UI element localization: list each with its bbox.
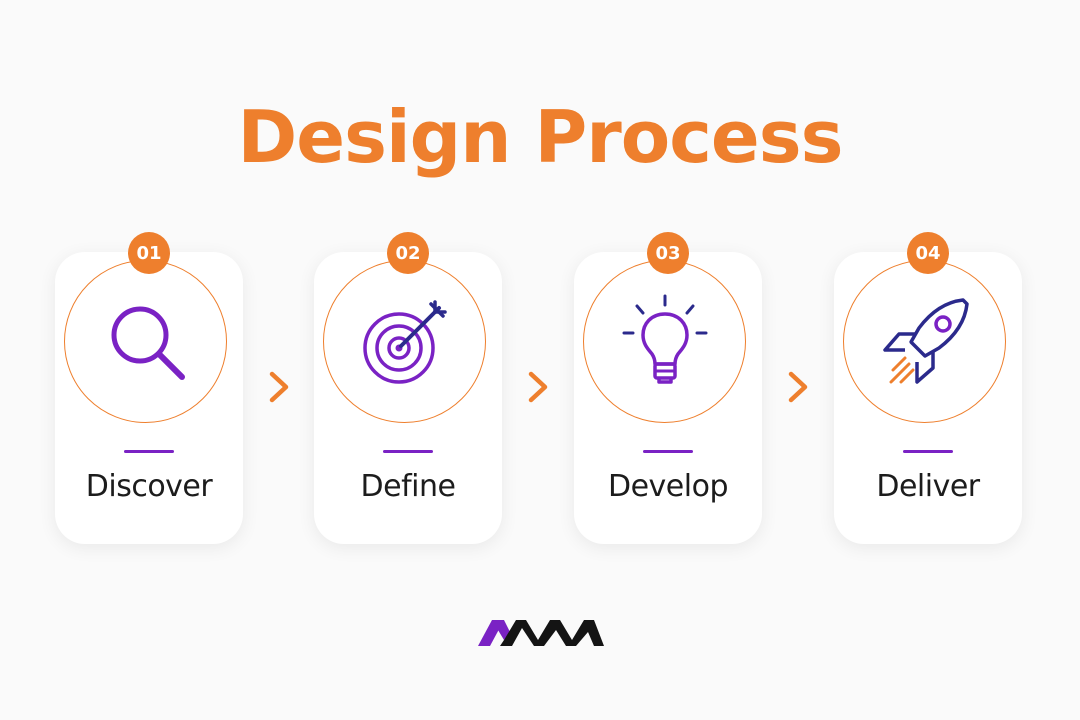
chevron-right-icon — [788, 371, 808, 403]
step-divider — [124, 450, 174, 453]
step-divider — [383, 450, 433, 453]
step-number-badge: 04 — [907, 232, 949, 274]
magnifying-glass-icon — [111, 306, 185, 380]
step-card-deliver: 04 Deliver — [834, 232, 1022, 544]
chevron-right-icon — [269, 371, 289, 403]
step-label: Develop — [607, 469, 729, 504]
brand-logo-icon — [478, 620, 604, 646]
step-label: Discover — [85, 469, 213, 504]
step-number-badge: 02 — [387, 232, 429, 274]
target-arrow-icon — [362, 299, 447, 384]
step-card-define: 02 Define — [314, 232, 502, 544]
rocket-icon — [882, 297, 969, 384]
step-label: Deliver — [876, 469, 980, 504]
chevron-right-icon — [528, 371, 548, 403]
page-title: Design Process — [237, 95, 844, 179]
step-divider — [643, 450, 693, 453]
step-divider — [903, 450, 953, 453]
lightbulb-icon — [622, 294, 707, 384]
step-icon-circle — [583, 260, 746, 423]
step-icon-circle — [843, 260, 1006, 423]
step-label: Define — [360, 469, 456, 504]
step-card-develop: 03 Develop — [574, 232, 762, 544]
step-number-badge: 03 — [647, 232, 689, 274]
step-card-discover: 01 Discover — [55, 232, 243, 544]
step-icon-circle — [64, 260, 227, 423]
step-icon-circle — [323, 260, 486, 423]
step-number-badge: 01 — [128, 232, 170, 274]
